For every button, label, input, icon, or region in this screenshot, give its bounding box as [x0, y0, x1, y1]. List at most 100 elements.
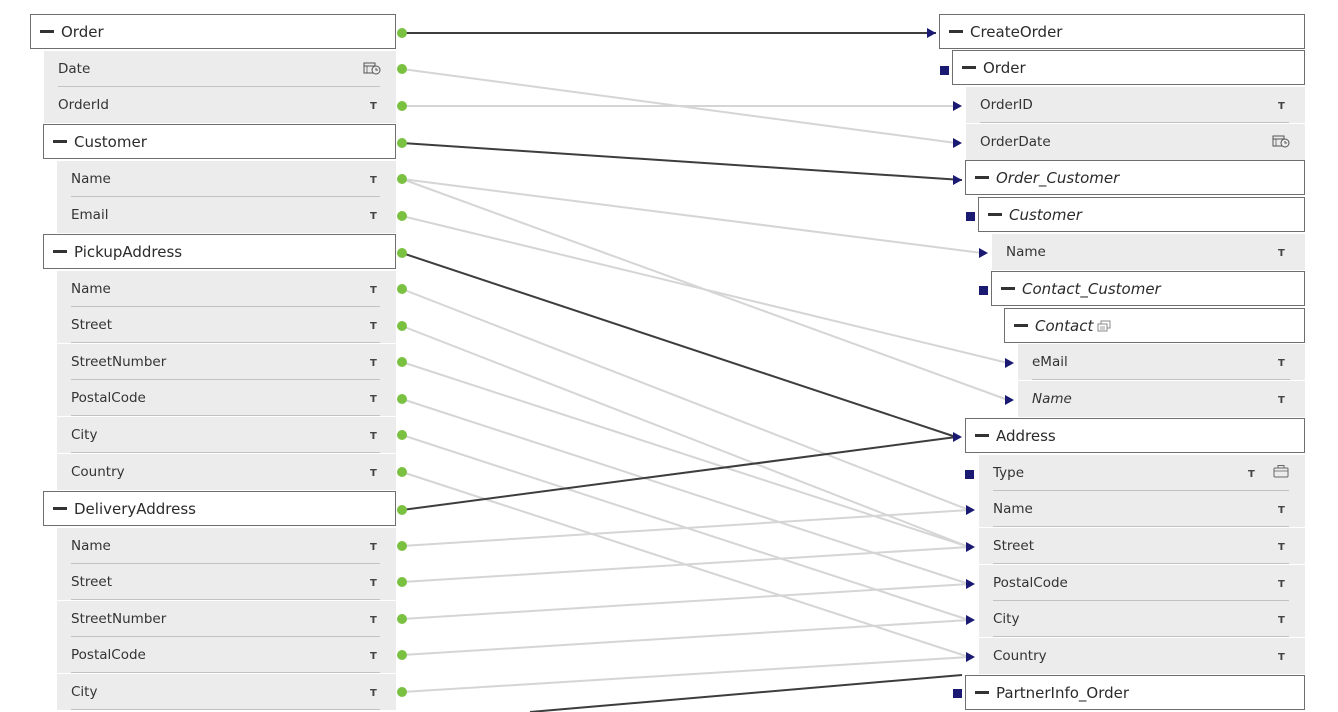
port-delivery-name[interactable]: [397, 541, 407, 551]
collapse-icon[interactable]: [53, 507, 67, 510]
target-port-ordercustomer[interactable]: [953, 175, 962, 185]
target-port-order[interactable]: [940, 66, 949, 75]
target-order-node[interactable]: Order: [952, 50, 1305, 85]
target-port-address-name[interactable]: [966, 505, 975, 515]
port-pickup-name[interactable]: [397, 284, 407, 294]
port-customer-email[interactable]: [397, 211, 407, 221]
target-port-customer-name[interactable]: [979, 248, 988, 258]
link-delivery-city-address-country[interactable]: [401, 656, 970, 693]
source-customer-name-field[interactable]: Name T: [57, 161, 396, 197]
target-customer-name-field[interactable]: Name T: [992, 234, 1305, 270]
collapse-icon[interactable]: [988, 213, 1002, 216]
source-delivery-streetnumber-field[interactable]: StreetNumber T: [57, 601, 396, 637]
source-delivery-name-field[interactable]: Name T: [57, 528, 396, 564]
port-order[interactable]: [397, 28, 407, 38]
target-address-name-field[interactable]: Name T: [979, 491, 1305, 527]
target-contact-email-field[interactable]: eMail T: [1018, 344, 1305, 380]
collapse-icon[interactable]: [1014, 324, 1028, 327]
target-port-address-street[interactable]: [966, 542, 975, 552]
target-address-city-field[interactable]: City T: [979, 601, 1305, 637]
target-port-address-country[interactable]: [966, 652, 975, 662]
target-port-order-orderdate[interactable]: [953, 138, 962, 148]
link-customer-email-contact-email[interactable]: [401, 215, 1009, 364]
source-pickup-name-field[interactable]: Name T: [57, 271, 396, 307]
port-pickup-streetnumber[interactable]: [397, 357, 407, 367]
source-order-orderid-field[interactable]: OrderId T: [44, 87, 396, 123]
collapse-icon[interactable]: [962, 66, 976, 69]
source-deliveryaddress-node[interactable]: DeliveryAddress: [43, 491, 396, 526]
link-delivery-address[interactable]: [401, 436, 957, 511]
target-createorder-node[interactable]: CreateOrder: [939, 14, 1305, 49]
link-delivery-street-address-street[interactable]: [401, 546, 970, 583]
port-pickup-city[interactable]: [397, 430, 407, 440]
source-pickup-postalcode-field[interactable]: PostalCode T: [57, 380, 396, 416]
collapse-icon[interactable]: [975, 176, 989, 179]
target-address-street-field[interactable]: Street T: [979, 528, 1305, 564]
link-pickup-street-address-street[interactable]: [401, 325, 970, 548]
target-partnerinfo-node[interactable]: PartnerInfo_Order: [965, 675, 1305, 710]
source-pickup-streetnumber-field[interactable]: StreetNumber T: [57, 344, 396, 380]
collapse-icon[interactable]: [949, 30, 963, 33]
target-contact-node[interactable]: Contact: [1004, 308, 1305, 343]
collapse-icon[interactable]: [40, 30, 54, 33]
target-address-postalcode-field[interactable]: PostalCode T: [979, 565, 1305, 601]
link-pickup-postalcode-address-postalcode[interactable]: [401, 398, 970, 585]
port-pickupaddress[interactable]: [397, 248, 407, 258]
link-delivery-country-partnerinfo[interactable]: [529, 674, 963, 712]
link-delivery-name-address-name[interactable]: [401, 509, 970, 547]
port-pickup-street[interactable]: [397, 321, 407, 331]
source-order-node[interactable]: Order: [30, 14, 396, 49]
port-delivery-postalcode[interactable]: [397, 650, 407, 660]
target-customer-node[interactable]: Customer: [978, 197, 1305, 232]
port-delivery-city[interactable]: [397, 687, 407, 697]
target-order-orderdate-field[interactable]: OrderDate: [966, 124, 1305, 160]
port-order-date[interactable]: [397, 64, 407, 74]
target-port-contact-name[interactable]: [1005, 395, 1014, 405]
target-port-address-city[interactable]: [966, 615, 975, 625]
port-customer[interactable]: [397, 138, 407, 148]
target-port-address-type[interactable]: [965, 470, 974, 479]
source-delivery-postalcode-field[interactable]: PostalCode T: [57, 637, 396, 673]
link-pickup-address[interactable]: [401, 252, 957, 438]
source-customer-email-field[interactable]: Email T: [57, 197, 396, 233]
port-delivery-streetnumber[interactable]: [397, 614, 407, 624]
port-pickup-postalcode[interactable]: [397, 394, 407, 404]
target-address-node[interactable]: Address: [965, 418, 1305, 453]
link-customer-name-customer-name[interactable]: [401, 178, 983, 254]
source-pickup-city-field[interactable]: City T: [57, 417, 396, 453]
source-customer-node[interactable]: Customer: [43, 124, 396, 159]
target-port-customer[interactable]: [966, 212, 975, 221]
link-delivery-postalcode-address-city[interactable]: [401, 619, 970, 656]
collapse-icon[interactable]: [53, 250, 67, 253]
target-order-orderid-field[interactable]: OrderID T: [966, 87, 1305, 123]
port-delivery-street[interactable]: [397, 577, 407, 587]
port-order-orderid[interactable]: [397, 101, 407, 111]
target-contactcustomer-node[interactable]: Contact_Customer: [991, 271, 1305, 306]
target-port-createorder[interactable]: [927, 28, 936, 38]
link-pickup-streetnumber-address-street[interactable]: [401, 361, 970, 548]
target-address-country-field[interactable]: Country T: [979, 638, 1305, 674]
target-port-address-postalcode[interactable]: [966, 579, 975, 589]
collapse-icon[interactable]: [1001, 287, 1015, 290]
source-pickup-street-field[interactable]: Street T: [57, 307, 396, 343]
target-port-order-orderid[interactable]: [953, 101, 962, 111]
target-port-address[interactable]: [953, 432, 962, 442]
port-pickup-country[interactable]: [397, 467, 407, 477]
target-port-contactcustomer[interactable]: [979, 286, 988, 295]
source-delivery-street-field[interactable]: Street T: [57, 564, 396, 600]
target-ordercustomer-node[interactable]: Order_Customer: [965, 160, 1305, 195]
target-address-type-field[interactable]: Type T: [979, 455, 1305, 491]
source-order-date-field[interactable]: Date: [44, 51, 396, 87]
collapse-icon[interactable]: [53, 140, 67, 143]
port-customer-name[interactable]: [397, 174, 407, 184]
link-pickup-name-address-name[interactable]: [401, 288, 970, 511]
source-delivery-city-field[interactable]: City T: [57, 674, 396, 710]
link-delivery-streetnumber-address-postalcode[interactable]: [401, 583, 970, 620]
target-port-partnerinfo[interactable]: [953, 689, 962, 698]
target-port-contact-email[interactable]: [1005, 358, 1014, 368]
target-contact-name-field[interactable]: Name T: [1018, 381, 1305, 417]
port-deliveryaddress[interactable]: [397, 505, 407, 515]
collapse-icon[interactable]: [975, 691, 989, 694]
source-pickupaddress-node[interactable]: PickupAddress: [43, 234, 396, 269]
link-customer-ordercustomer[interactable]: [401, 142, 963, 181]
